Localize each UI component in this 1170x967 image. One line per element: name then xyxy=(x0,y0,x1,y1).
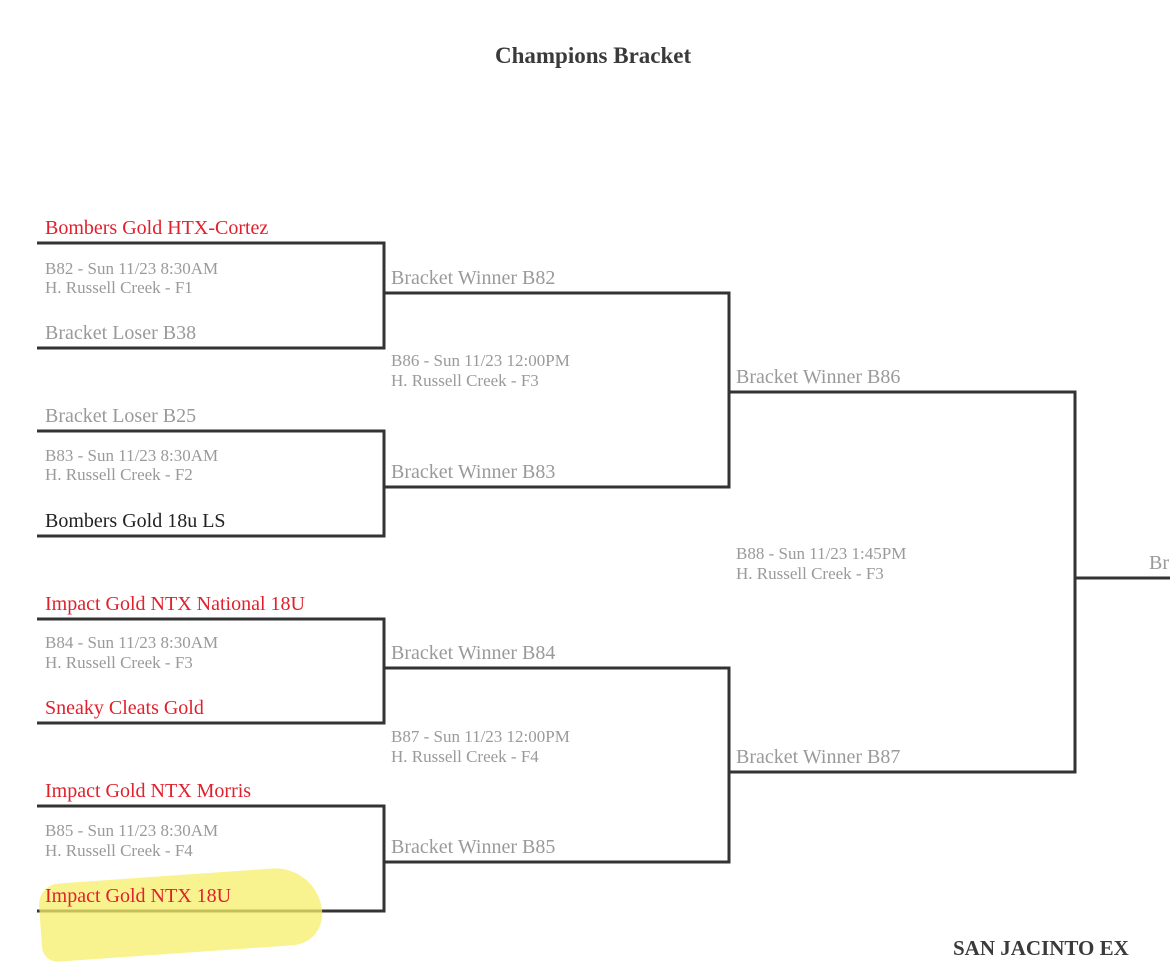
game-info-b87: B87 - Sun 11/23 12:00PM xyxy=(391,727,570,746)
game-info-b86: B86 - Sun 11/23 12:00PM xyxy=(391,351,570,370)
team-slot-final-partial: Br xyxy=(1149,552,1169,574)
field-info-b85: H. Russell Creek - F4 xyxy=(45,841,193,860)
field-info-b84: H. Russell Creek - F3 xyxy=(45,653,193,672)
bracket-line-b84 xyxy=(37,617,386,725)
team-slot-b83-top: Bracket Loser B25 xyxy=(45,405,197,427)
team-slot-b85-top: Impact Gold NTX Morris xyxy=(45,780,252,802)
game-info-b85: B85 - Sun 11/23 8:30AM xyxy=(45,821,219,840)
team-slot-b84-top: Impact Gold NTX National 18U xyxy=(45,593,305,615)
field-info-b87: H. Russell Creek - F4 xyxy=(391,747,539,766)
team-slot-b86-top: Bracket Winner B82 xyxy=(391,267,556,289)
team-slot-b88-bottom: Bracket Winner B87 xyxy=(736,746,901,768)
team-slot-b87-top: Bracket Winner B84 xyxy=(391,642,556,664)
game-info-b88: B88 - Sun 11/23 1:45PM xyxy=(736,544,907,563)
game-info-b82: B82 - Sun 11/23 8:30AM xyxy=(45,259,219,278)
field-info-b88: H. Russell Creek - F3 xyxy=(736,564,884,583)
game-info-b84: B84 - Sun 11/23 8:30AM xyxy=(45,633,219,652)
bracket-line-b83 xyxy=(37,429,386,538)
field-info-b82: H. Russell Creek - F1 xyxy=(45,278,193,297)
bracket-line-b87 xyxy=(384,666,731,864)
bracket-line-b86 xyxy=(384,291,731,489)
team-slot-b82-bottom: Bracket Loser B38 xyxy=(45,322,197,344)
game-info-b83: B83 - Sun 11/23 8:30AM xyxy=(45,446,219,465)
field-info-b86: H. Russell Creek - F3 xyxy=(391,371,539,390)
bracket-line-b82 xyxy=(37,241,386,350)
team-slot-b86-bottom: Bracket Winner B83 xyxy=(391,461,556,483)
field-info-b83: H. Russell Creek - F2 xyxy=(45,465,193,484)
team-slot-b85-bottom: Impact Gold NTX 18U xyxy=(45,885,232,907)
team-slot-b84-bottom: Sneaky Cleats Gold xyxy=(45,697,204,719)
team-slot-b83-bottom: Bombers Gold 18u LS xyxy=(45,510,226,532)
page-title: Champions Bracket xyxy=(495,43,692,68)
footer-venue: SAN JACINTO EX xyxy=(953,936,1129,960)
team-slot-b87-bottom: Bracket Winner B85 xyxy=(391,836,556,858)
team-slot-b88-top: Bracket Winner B86 xyxy=(736,366,901,388)
team-slot-b82-top: Bombers Gold HTX-Cortez xyxy=(45,217,269,239)
bracket-line-b88 xyxy=(729,390,1077,774)
